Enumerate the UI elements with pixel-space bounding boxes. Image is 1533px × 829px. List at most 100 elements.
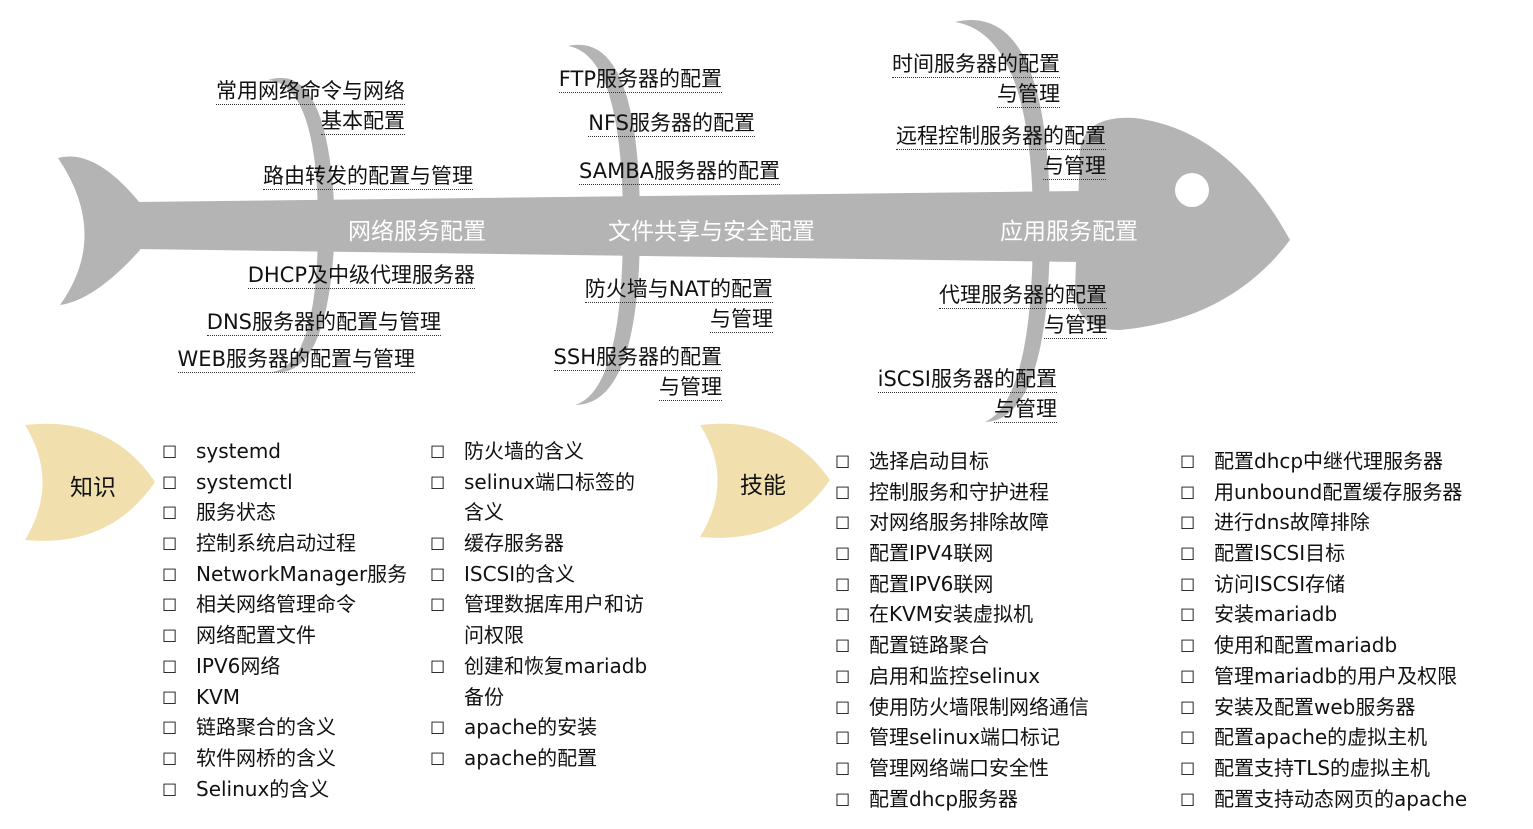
checklist-item: ☐ KVM [162, 682, 407, 713]
checklist-item-label: 缓存服务器 [464, 531, 564, 556]
checklist-item: ☐配置链路聚合 [835, 630, 1089, 661]
checkbox-icon[interactable]: ☐ [1180, 667, 1196, 688]
branch-line: 与管理 [1044, 313, 1107, 339]
checklist-item: ☐apache的安装 [430, 712, 647, 743]
checkbox-icon[interactable]: ☐ [162, 473, 178, 494]
checklist-item-label: 对网络服务排除故障 [869, 510, 1049, 535]
checkbox-icon[interactable]: ☐ [835, 637, 851, 658]
checklist-item-label: 用unbound配置缓存服务器 [1214, 479, 1463, 504]
checkbox-icon[interactable]: ☐ [1180, 575, 1196, 596]
checklist-item: ☐ 对网络服务排除故障 [835, 507, 1089, 538]
branch-line: DNS服务器的配置与管理 [206, 310, 441, 336]
tag-shape-skills [700, 423, 830, 538]
checklist-item: ☐管理数据库用户和访 [430, 589, 647, 620]
checkbox-icon[interactable]: ☐ [1180, 606, 1196, 627]
checkbox-icon[interactable]: ☐ [430, 719, 446, 740]
checklist-item-label: 使用防火墙限制网络通信 [869, 694, 1089, 719]
checkbox-icon[interactable]: ☐ [162, 719, 178, 740]
checkbox-icon[interactable]: ☐ [1180, 759, 1196, 780]
checkbox-icon[interactable]: ☐ [835, 606, 851, 627]
checkbox-icon[interactable]: ☐ [835, 545, 851, 566]
checklist-item-label: NetworkManager服务 [196, 561, 408, 586]
checkbox-icon[interactable]: ☐ [162, 688, 178, 709]
checkbox-icon[interactable]: ☐ [162, 627, 178, 648]
checklist-item: 问权限 [430, 620, 647, 651]
checkbox-icon[interactable]: ☐ [162, 657, 178, 678]
checklist-item-label: IPV6网络 [196, 653, 281, 678]
checklist-item-label: 启用和监控selinux [869, 663, 1041, 688]
branch-line: 常用网络命令与网络 [216, 79, 405, 105]
skills-list-1: ☐选择启动目标☐控制服务和守护进程☐对网络服务排除故障☐配置IPV4联网☐配置I… [835, 446, 1089, 814]
checkbox-icon[interactable]: ☐ [1180, 545, 1196, 566]
checkbox-icon[interactable]: ☐ [1180, 698, 1196, 719]
checkbox-icon[interactable]: ☐ [1180, 729, 1196, 750]
checkbox-icon[interactable]: ☐ [835, 759, 851, 780]
checklist-item-label: systemd [196, 439, 281, 463]
branch-line: DHCP及中级代理服务器 [247, 263, 475, 289]
checkbox-icon[interactable]: ☐ [835, 667, 851, 688]
checkbox-icon[interactable]: ☐ [835, 514, 851, 535]
branch-line: 基本配置 [321, 109, 405, 135]
tag-shape-knowledge [25, 423, 155, 541]
checklist-item-label: 管理selinux端口标记 [869, 725, 1061, 750]
knowledge-list-1: ☐systemd☐systemctl☐服务状态☐控制系统启动过程☐Network… [162, 436, 407, 804]
branch-line: FTP服务器的配置 [558, 67, 722, 93]
checkbox-icon[interactable]: ☐ [1180, 483, 1196, 504]
checkbox-icon[interactable]: ☐ [1180, 514, 1196, 535]
checkbox-icon[interactable]: ☐ [162, 504, 178, 525]
checkbox-icon[interactable]: ☐ [162, 443, 178, 463]
checklist-item-label: 问权限 [464, 623, 524, 648]
checkbox-icon[interactable]: ☐ [835, 483, 851, 504]
branch-line: 与管理 [994, 397, 1057, 423]
checkbox-icon[interactable]: ☐ [162, 596, 178, 617]
checklist-item: ☐配置apache的虚拟主机 [1180, 722, 1467, 753]
branch-label: SAMBA服务器的配置 [579, 156, 780, 186]
checklist-item: ☐网络配置文件 [162, 620, 407, 651]
checklist-item: ☐安装mariadb [1180, 599, 1467, 630]
checklist-item-label: KVM [196, 684, 241, 709]
knowledge-title: 知识 [70, 475, 116, 501]
checkbox-icon[interactable]: ☐ [162, 535, 178, 556]
checklist-item-label: 含义 [464, 500, 504, 525]
checklist-item: ☐访问ISCSI存储 [1180, 569, 1467, 600]
checkbox-icon[interactable]: ☐ [835, 453, 851, 473]
checkbox-icon[interactable]: ☐ [430, 473, 446, 494]
checklist-item-label: 防火墙的含义 [464, 439, 584, 463]
checkbox-icon[interactable]: ☐ [835, 790, 851, 811]
branch-line: iSCSI服务器的配置 [877, 367, 1057, 393]
checkbox-icon[interactable]: ☐ [430, 749, 446, 770]
checkbox-icon[interactable]: ☐ [430, 596, 446, 617]
checkbox-icon[interactable]: ☐ [430, 535, 446, 556]
branch-line: SSH服务器的配置 [553, 345, 722, 371]
checkbox-icon[interactable]: ☐ [430, 443, 446, 463]
checklist-item-label: 安装及配置web服务器 [1214, 694, 1416, 719]
branch-label: WEB服务器的配置与管理 [177, 344, 415, 374]
checklist-item: ☐ 管理selinux端口标记 [835, 722, 1089, 753]
checklist-item-label: 配置dhcp服务器 [869, 786, 1019, 811]
checklist-item: 备份 [430, 682, 647, 713]
skills-title: 技能 [740, 473, 786, 499]
checkbox-icon[interactable]: ☐ [835, 729, 851, 750]
checkbox-icon[interactable]: ☐ [1180, 453, 1196, 473]
checkbox-icon[interactable]: ☐ [430, 657, 446, 678]
branch-label: FTP服务器的配置 [558, 64, 722, 94]
checkbox-icon[interactable]: ☐ [162, 749, 178, 770]
checkbox-icon[interactable]: ☐ [835, 575, 851, 596]
checklist-item: ☐ 用unbound配置缓存服务器 [1180, 477, 1467, 508]
fish-head [1075, 117, 1290, 330]
checklist-item: ☐配置IPV6联网 [835, 569, 1089, 600]
checklist-item-label: 配置IPV4联网 [869, 541, 994, 566]
checkbox-icon[interactable]: ☐ [1180, 637, 1196, 658]
checklist-item: ☐配置支持动态网页的apache [1180, 784, 1467, 815]
branch-label: 代理服务器的配置与管理 [939, 280, 1107, 340]
checkbox-icon[interactable]: ☐ [162, 780, 178, 801]
checkbox-icon[interactable]: ☐ [835, 698, 851, 719]
checklist-item-label: 配置dhcp中继代理服务器 [1214, 449, 1444, 473]
branch-label: iSCSI服务器的配置与管理 [877, 364, 1057, 424]
branch-line: 与管理 [659, 375, 722, 401]
checklist-item: ☐ NetworkManager服务 [162, 559, 407, 590]
checkbox-icon[interactable]: ☐ [1180, 790, 1196, 811]
checklist-item-label: apache的配置 [464, 745, 598, 770]
checkbox-icon[interactable]: ☐ [162, 565, 178, 586]
checkbox-icon[interactable]: ☐ [430, 565, 446, 586]
